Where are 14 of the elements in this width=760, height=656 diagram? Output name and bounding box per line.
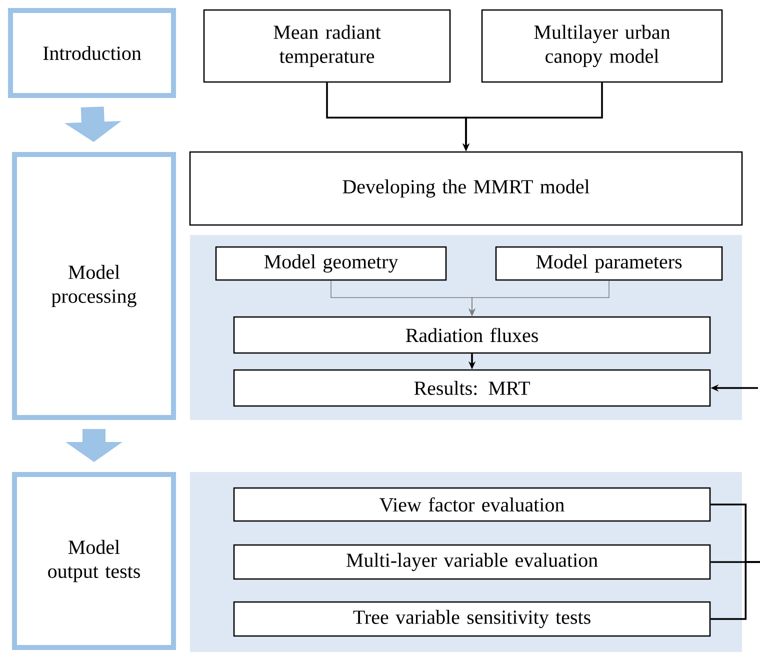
process-box: Model geometry: [215, 246, 447, 281]
process-box: Mean radiant temperature: [203, 9, 451, 83]
process-box: Model parameters: [495, 246, 723, 281]
connector-line: [710, 561, 760, 620]
process-box: Multi-layer variable evaluation: [233, 544, 711, 580]
process-box: Tree variable sensitivity tests: [233, 601, 711, 637]
section-box: Introduction: [8, 8, 176, 98]
process-box: Developing the MMRT model: [189, 151, 743, 226]
process-box: View factor evaluation: [233, 487, 711, 522]
section-box: Model output tests: [12, 472, 176, 650]
section-box: Model processing: [12, 152, 176, 420]
process-box: Radiation fluxes: [233, 316, 711, 354]
process-box: Results: MRT: [233, 369, 711, 407]
process-box: Multilayer urban canopy model: [481, 9, 723, 83]
